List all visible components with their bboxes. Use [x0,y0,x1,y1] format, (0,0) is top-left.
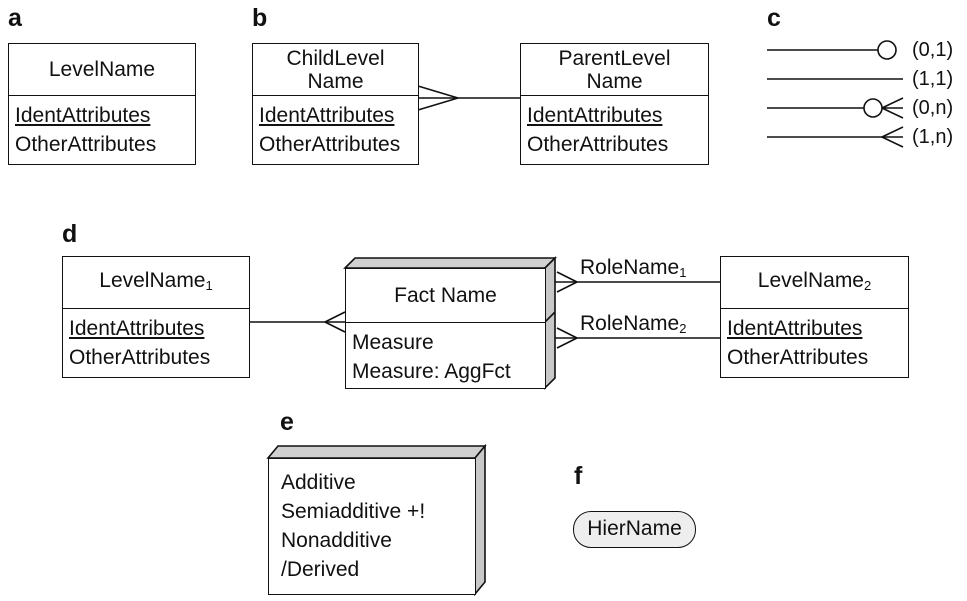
child-level-header: ChildLevel Name [253,44,418,96]
child-ident-attributes: IdentAttributes [259,104,395,127]
fact-body: Measure Measure: AggFct [346,323,545,386]
level1-other-attributes: OtherAttributes [69,346,211,369]
parent-other-attributes: OtherAttributes [527,133,669,156]
level-box-body: IdentAttributes OtherAttributes [9,96,195,159]
measure-additive: Additive [281,471,356,494]
cardinality-1-1: (1,1) [912,68,954,90]
panel-label-a: a [8,4,22,32]
parent-level-box[interactable]: ParentLevel Name IdentAttributes OtherAt… [520,43,709,165]
level-name: LevelName [48,58,156,81]
c-crowfoot-0n [881,97,904,119]
fact-measure: Measure [352,331,434,354]
parent-level-header: ParentLevel Name [521,44,708,96]
panel-label-d: d [62,220,78,248]
panel-label-e: e [280,408,294,436]
c-crowfoot-1n [881,126,904,148]
d-crowfoot-level1 [324,311,346,333]
role-name-1: RoleName1 [580,256,687,280]
child-level-body: IdentAttributes OtherAttributes [253,96,418,159]
d-crowfoot-role2 [556,327,578,349]
role-name-2: RoleName2 [580,312,687,336]
level2-title: LevelName2 [757,268,872,293]
level-box-header: LevelName [9,44,195,96]
measure-nonadditive: Nonadditive [281,529,392,552]
level2-body: IdentAttributes OtherAttributes [721,309,908,372]
parent-ident-attributes: IdentAttributes [527,104,663,127]
panel-label-c: c [767,4,781,32]
fact-measure-aggfct: Measure: AggFct [352,360,511,383]
fact-side-divider [544,311,556,323]
level2-other-attributes: OtherAttributes [727,346,869,369]
cardinality-1-n: (1,n) [912,126,954,148]
fact-box[interactable]: Fact Name Measure Measure: AggFct [345,268,546,389]
child-level-box[interactable]: ChildLevel Name IdentAttributes OtherAtt… [252,43,419,165]
measure-top-face [266,445,487,459]
cardinality-0-n: (0,n) [912,97,954,119]
measure-side-face [474,443,486,597]
child-level-title-line2: Name [307,69,364,93]
level1-body: IdentAttributes OtherAttributes [63,309,249,372]
level-box[interactable]: LevelName IdentAttributes OtherAttribute… [8,43,196,165]
panel-label-f: f [574,462,583,490]
d-crowfoot-role1 [556,271,578,293]
cardinality-0-1: (0,1) [912,39,954,61]
b-crowfoot [417,85,459,111]
panel-label-b: b [252,4,268,32]
other-attributes: OtherAttributes [15,133,157,156]
measure-types-box[interactable]: Additive Semiadditive +! Nonadditive /De… [268,458,476,595]
fact-top-face [343,257,557,269]
child-level-title-line1: ChildLevel [286,46,385,70]
level1-box[interactable]: LevelName1 IdentAttributes OtherAttribut… [62,256,250,378]
measure-derived: /Derived [281,558,360,581]
hierarchy-name-pill[interactable]: HierName [573,511,696,548]
c-circle-01 [877,40,897,60]
child-other-attributes: OtherAttributes [259,133,401,156]
level1-header: LevelName1 [63,257,249,309]
parent-level-title-line2: Name [586,69,643,93]
measure-types-body: Additive Semiadditive +! Nonadditive /De… [269,459,475,584]
parent-level-body: IdentAttributes OtherAttributes [521,96,708,159]
level1-title: LevelName1 [99,268,213,293]
fact-header: Fact Name [346,269,545,323]
level2-box[interactable]: LevelName2 IdentAttributes OtherAttribut… [720,256,909,378]
level2-ident-attributes: IdentAttributes [727,317,863,340]
level2-header: LevelName2 [721,257,908,309]
parent-level-title-line1: ParentLevel [558,46,671,70]
c-circle-0n [863,98,883,118]
fact-name: Fact Name [394,284,497,307]
ident-attributes: IdentAttributes [15,104,151,127]
measure-semiadditive: Semiadditive +! [281,500,426,523]
level1-ident-attributes: IdentAttributes [69,317,205,340]
fact-side-face [544,256,556,390]
